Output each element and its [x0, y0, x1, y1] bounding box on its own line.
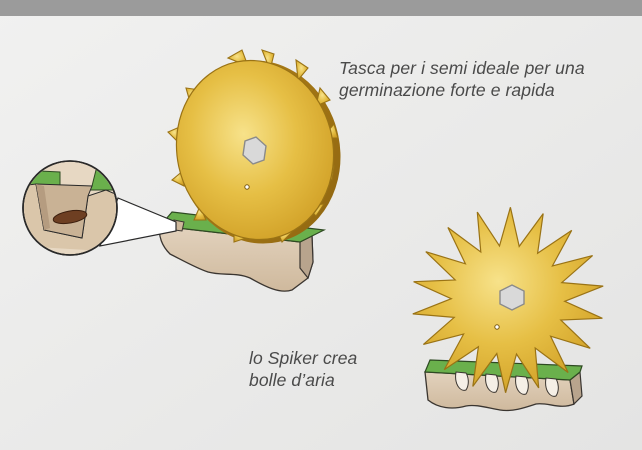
air-bubbles-caption-line2: bolle d’aria — [249, 369, 357, 391]
air-bubbles-caption: lo Spiker crea bolle d’aria — [249, 347, 357, 391]
seed-pocket-caption-line1: Tasca per i semi ideale per una — [339, 57, 585, 79]
top-band — [0, 0, 642, 16]
air-bubbles-caption-line1: lo Spiker crea — [249, 347, 357, 369]
seed-pocket-caption-line2: germinazione forte e rapida — [339, 79, 585, 101]
seed-pocket-caption: Tasca per i semi ideale per una germinaz… — [339, 57, 585, 101]
